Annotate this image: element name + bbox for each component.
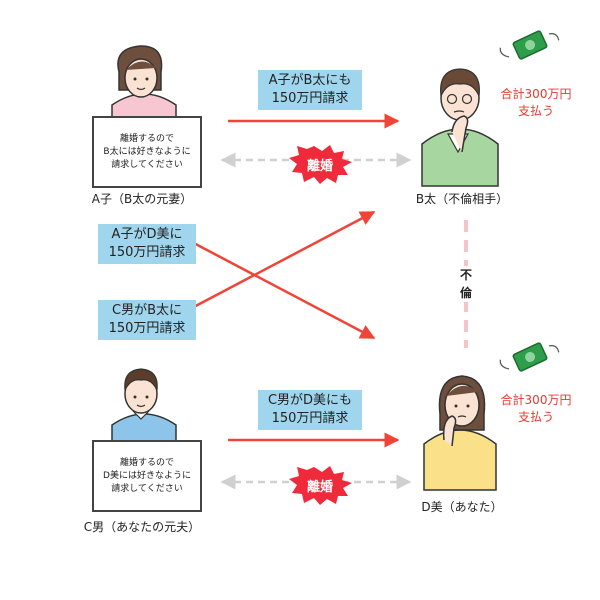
person-a-label: A子（B太の元妻） xyxy=(91,192,193,206)
claim-c-to-b-line-1: C男がB太に xyxy=(112,303,182,318)
money-icon-b xyxy=(499,30,560,60)
affair-char-1: 不 xyxy=(459,268,472,282)
divorce-burst-top xyxy=(289,145,352,184)
person-a-figure xyxy=(111,45,177,130)
claim-a-to-d: A子がD美に 150万円請求 xyxy=(98,224,196,264)
person-d-label: D美（あなた） xyxy=(421,500,503,514)
divorce-label-top: 離婚 xyxy=(306,159,333,174)
claim-a-to-d-line-1: A子がD美に xyxy=(111,227,183,242)
claim-a-to-d-line-2: 150万円請求 xyxy=(108,245,186,260)
person-c-label: C男（あなたの元夫） xyxy=(83,520,201,534)
person-c-figure xyxy=(111,368,177,446)
payment-b-line-1: 合計300万円 xyxy=(500,87,572,101)
arrow-a-to-d xyxy=(187,238,376,340)
claim-a-to-b-line-1: A子がB太にも xyxy=(268,73,352,88)
sign-top: 離婚するので B太には好きなように 請求してください xyxy=(92,116,202,188)
claim-c-to-b: C男がB太に 150万円請求 xyxy=(98,300,196,340)
sign-bottom-line-3: 請求してください xyxy=(111,483,183,494)
sign-top-line-1: 離婚するので xyxy=(119,133,174,144)
payment-b-line-2: 支払う xyxy=(517,104,554,118)
affair-label: 不 倫 xyxy=(458,266,474,302)
sign-top-line-2: B太には好きなように xyxy=(103,146,191,157)
claim-c-to-d-line-1: C男がD美にも xyxy=(267,393,353,408)
claim-c-to-d: C男がD美にも 150万円請求 xyxy=(258,390,362,430)
divorce-burst-bottom xyxy=(289,466,352,505)
person-b-label: B太（不倫相手） xyxy=(415,192,509,206)
arrow-c-to-b xyxy=(187,210,376,312)
sign-bottom: 離婚するので D美には好きなように 請求してください xyxy=(92,440,202,512)
sign-bottom-line-2: D美には好きなように xyxy=(103,470,191,481)
claim-c-to-d-line-2: 150万円請求 xyxy=(271,411,349,426)
claim-a-to-b-line-2: 150万円請求 xyxy=(271,91,349,106)
payment-d: 合計300万円 支払う xyxy=(492,392,580,426)
money-icon-d xyxy=(499,342,560,372)
divorce-label-bottom: 離婚 xyxy=(306,480,333,495)
sign-bottom-line-1: 離婚するので xyxy=(119,457,174,468)
sign-top-line-3: 請求してください xyxy=(111,159,183,170)
payment-d-line-2: 支払う xyxy=(517,410,554,424)
payment-b: 合計300万円 支払う xyxy=(492,86,580,120)
claim-a-to-b: A子がB太にも 150万円請求 xyxy=(258,70,362,110)
claim-c-to-b-line-2: 150万円請求 xyxy=(108,321,186,336)
person-d-figure xyxy=(423,375,497,491)
person-b-figure xyxy=(421,68,499,187)
affair-char-2: 倫 xyxy=(459,286,472,300)
payment-d-line-1: 合計300万円 xyxy=(500,393,572,407)
